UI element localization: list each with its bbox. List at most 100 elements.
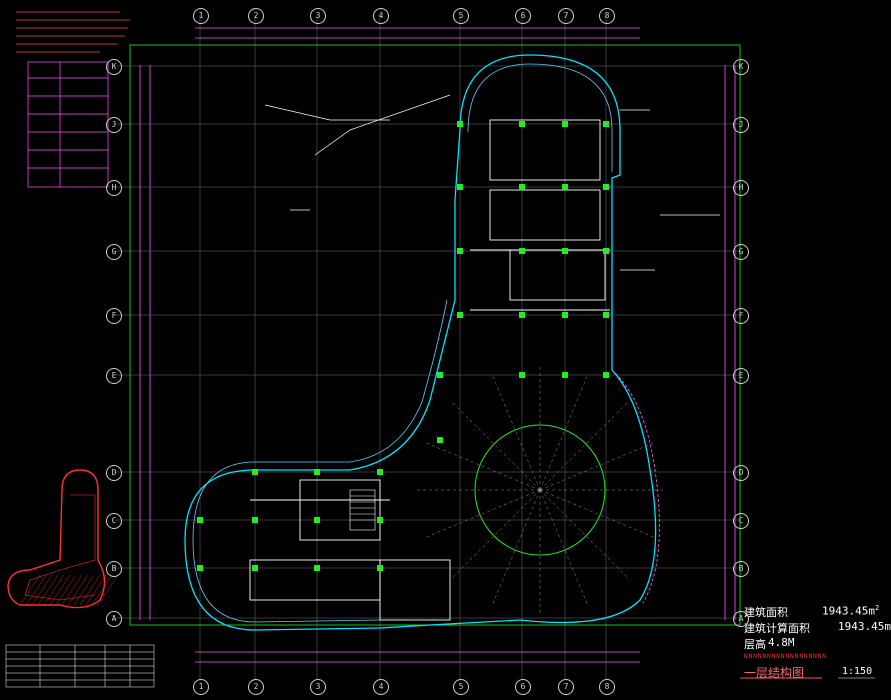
hatch-line <box>19 574 41 606</box>
stair-block <box>349 489 376 531</box>
structural-column <box>314 469 320 475</box>
structural-column <box>377 517 383 523</box>
red-strip: NNNNNNNNNNNNNNNNNN <box>744 653 828 660</box>
axis-bubble-right: A <box>733 611 749 627</box>
axis-bubble-bottom: 1 <box>193 679 209 695</box>
radial-ray <box>491 374 541 491</box>
axis-bubble-right: E <box>733 368 749 384</box>
axis-bubble-top: 3 <box>310 8 326 24</box>
key-plan <box>7 469 119 609</box>
structural-column <box>437 437 443 443</box>
axis-bubble-bottom: 6 <box>515 679 531 695</box>
radial-ray <box>424 441 541 491</box>
hatch-line <box>31 574 53 606</box>
axis-bubble-bottom: 8 <box>599 679 615 695</box>
axis-bubble-left: D <box>106 465 122 481</box>
schedule-table <box>5 644 155 688</box>
drawing-title: 一层结构图 <box>744 666 805 680</box>
structural-column <box>197 517 203 523</box>
hatch-line <box>73 574 95 606</box>
structural-column <box>457 184 463 190</box>
structural-column <box>603 372 609 378</box>
building-outline <box>184 54 660 631</box>
axis-bubble-left: K <box>106 59 122 75</box>
radial-ray <box>539 489 629 579</box>
radial-ray <box>491 489 541 606</box>
axis-bubble-top: 4 <box>373 8 389 24</box>
axis-bubble-right: D <box>733 465 749 481</box>
structural-column <box>252 517 258 523</box>
structural-column <box>314 517 320 523</box>
axis-bubble-left: J <box>106 117 122 133</box>
axis-bubble-left: F <box>106 308 122 324</box>
structural-column <box>519 312 525 318</box>
structural-column <box>519 372 525 378</box>
radial-hall <box>415 365 665 615</box>
structural-column <box>562 121 568 127</box>
axis-bubble-right: H <box>733 180 749 196</box>
axis-bubble-left: C <box>106 513 122 529</box>
structural-column <box>377 565 383 571</box>
structural-column <box>437 372 443 378</box>
leader-lines <box>264 94 720 271</box>
radial-ray <box>539 489 589 606</box>
axis-bubble-left: G <box>106 244 122 260</box>
axis-grid <box>113 15 740 680</box>
hatch-line <box>49 574 71 606</box>
interior-walls <box>249 119 610 621</box>
axis-bubble-right: K <box>733 59 749 75</box>
dimension-lines <box>139 27 736 663</box>
axis-bubble-left: A <box>106 611 122 627</box>
hatch-line <box>43 574 65 606</box>
structural-column <box>519 248 525 254</box>
structural-column <box>197 565 203 571</box>
structural-column <box>457 312 463 318</box>
structural-column <box>457 121 463 127</box>
axis-bubble-top: 1 <box>193 8 209 24</box>
drawing-scale: 1:150 <box>842 666 873 677</box>
structural-column <box>457 248 463 254</box>
hatch-line <box>85 574 107 606</box>
hatch-line <box>97 574 119 606</box>
radial-ray <box>539 489 656 539</box>
stat-height-value: 4.8M <box>768 636 795 649</box>
axis-bubble-right: J <box>733 117 749 133</box>
stat-area-label: 建筑面积 <box>744 606 788 619</box>
hatch-line <box>91 574 113 606</box>
hatch-line <box>25 574 47 606</box>
structural-column <box>603 248 609 254</box>
axis-bubble-top: 2 <box>248 8 264 24</box>
stat-height-label: 层高 <box>744 638 766 651</box>
stat-calc-area-value: 1943.45m <box>838 620 891 633</box>
hatch-line <box>37 574 59 606</box>
axis-bubble-left: H <box>106 180 122 196</box>
structural-column <box>519 121 525 127</box>
structural-column <box>377 469 383 475</box>
structural-column <box>603 184 609 190</box>
axis-bubble-bottom: 3 <box>310 679 326 695</box>
axis-bubble-left: B <box>106 561 122 577</box>
radial-ray <box>451 401 541 491</box>
axis-bubble-top: 8 <box>599 8 615 24</box>
legend-table <box>27 61 109 188</box>
structural-column <box>252 469 258 475</box>
hatch-line <box>61 574 83 606</box>
structural-column <box>252 565 258 571</box>
axis-bubble-bottom: 5 <box>453 679 469 695</box>
axis-bubble-left: E <box>106 368 122 384</box>
stat-calc-area-label: 建筑计算面积 <box>744 622 810 635</box>
hatch-line <box>67 574 89 606</box>
hatch-line <box>79 574 101 606</box>
radial-ray <box>451 489 541 579</box>
axis-bubble-right: G <box>733 244 749 260</box>
radial-ray <box>539 374 589 491</box>
axis-bubble-bottom: 4 <box>373 679 389 695</box>
axis-bubble-top: 6 <box>515 8 531 24</box>
structural-column <box>562 312 568 318</box>
column-markers <box>197 121 609 571</box>
stat-area-value: 1943.45m2 <box>822 604 880 618</box>
structural-column <box>562 372 568 378</box>
radial-ray <box>539 441 656 491</box>
axis-bubble-top: 7 <box>558 8 574 24</box>
